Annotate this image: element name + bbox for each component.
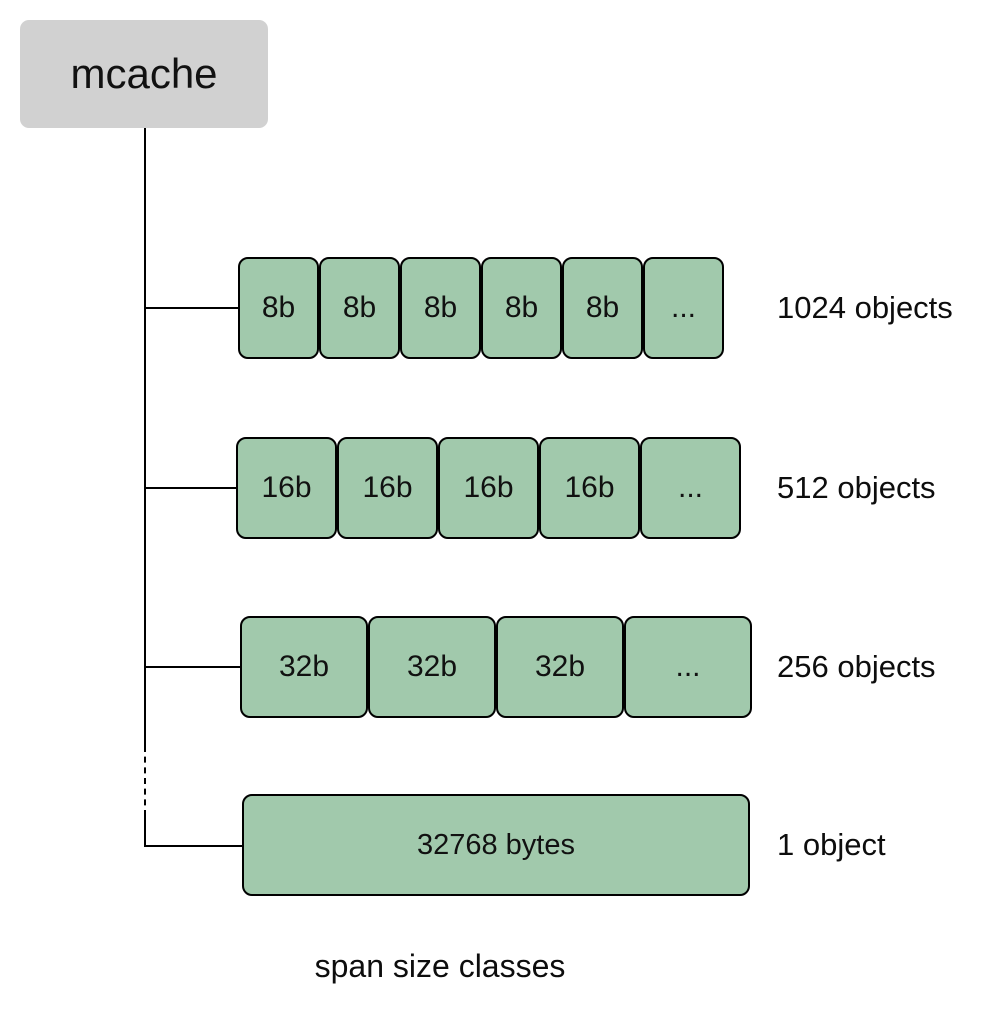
row-label-512-objects: 512 objects [777,470,936,505]
span-cell: 8b [481,257,562,359]
span-cell: 8b [400,257,481,359]
span-cell: 32b [240,616,368,718]
connector-row-4 [144,845,242,847]
trunk-line-solid-top [144,128,146,746]
span-cell: 8b [562,257,643,359]
trunk-line-solid-bottom [144,816,146,847]
span-row-32768: 32768 bytes [242,794,750,896]
span-row-8b: 8b 8b 8b 8b 8b ... [238,257,724,359]
span-cell: 8b [319,257,400,359]
connector-row-2 [144,487,236,489]
span-cell: 16b [438,437,539,539]
span-cell-ellipsis: ... [640,437,741,539]
span-row-32b: 32b 32b 32b ... [240,616,752,718]
connector-row-3 [144,666,240,668]
span-cell-large: 32768 bytes [242,794,750,896]
row-label-256-objects: 256 objects [777,649,936,684]
diagram-caption: span size classes [314,948,566,984]
connector-row-1 [144,307,240,309]
span-cell-ellipsis: ... [643,257,724,359]
mcache-label: mcache [70,50,218,97]
span-cell: 8b [238,257,319,359]
span-row-16b: 16b 16b 16b 16b ... [236,437,741,539]
mcache-node: mcache [20,20,268,128]
row-label-1024-objects: 1024 objects [777,290,953,325]
span-cell: 32b [496,616,624,718]
span-cell: 16b [337,437,438,539]
span-cell: 16b [236,437,337,539]
trunk-line-dashed [144,746,146,816]
row-label-1-object: 1 object [777,827,886,862]
span-cell: 32b [368,616,496,718]
span-cell-ellipsis: ... [624,616,752,718]
span-cell: 16b [539,437,640,539]
